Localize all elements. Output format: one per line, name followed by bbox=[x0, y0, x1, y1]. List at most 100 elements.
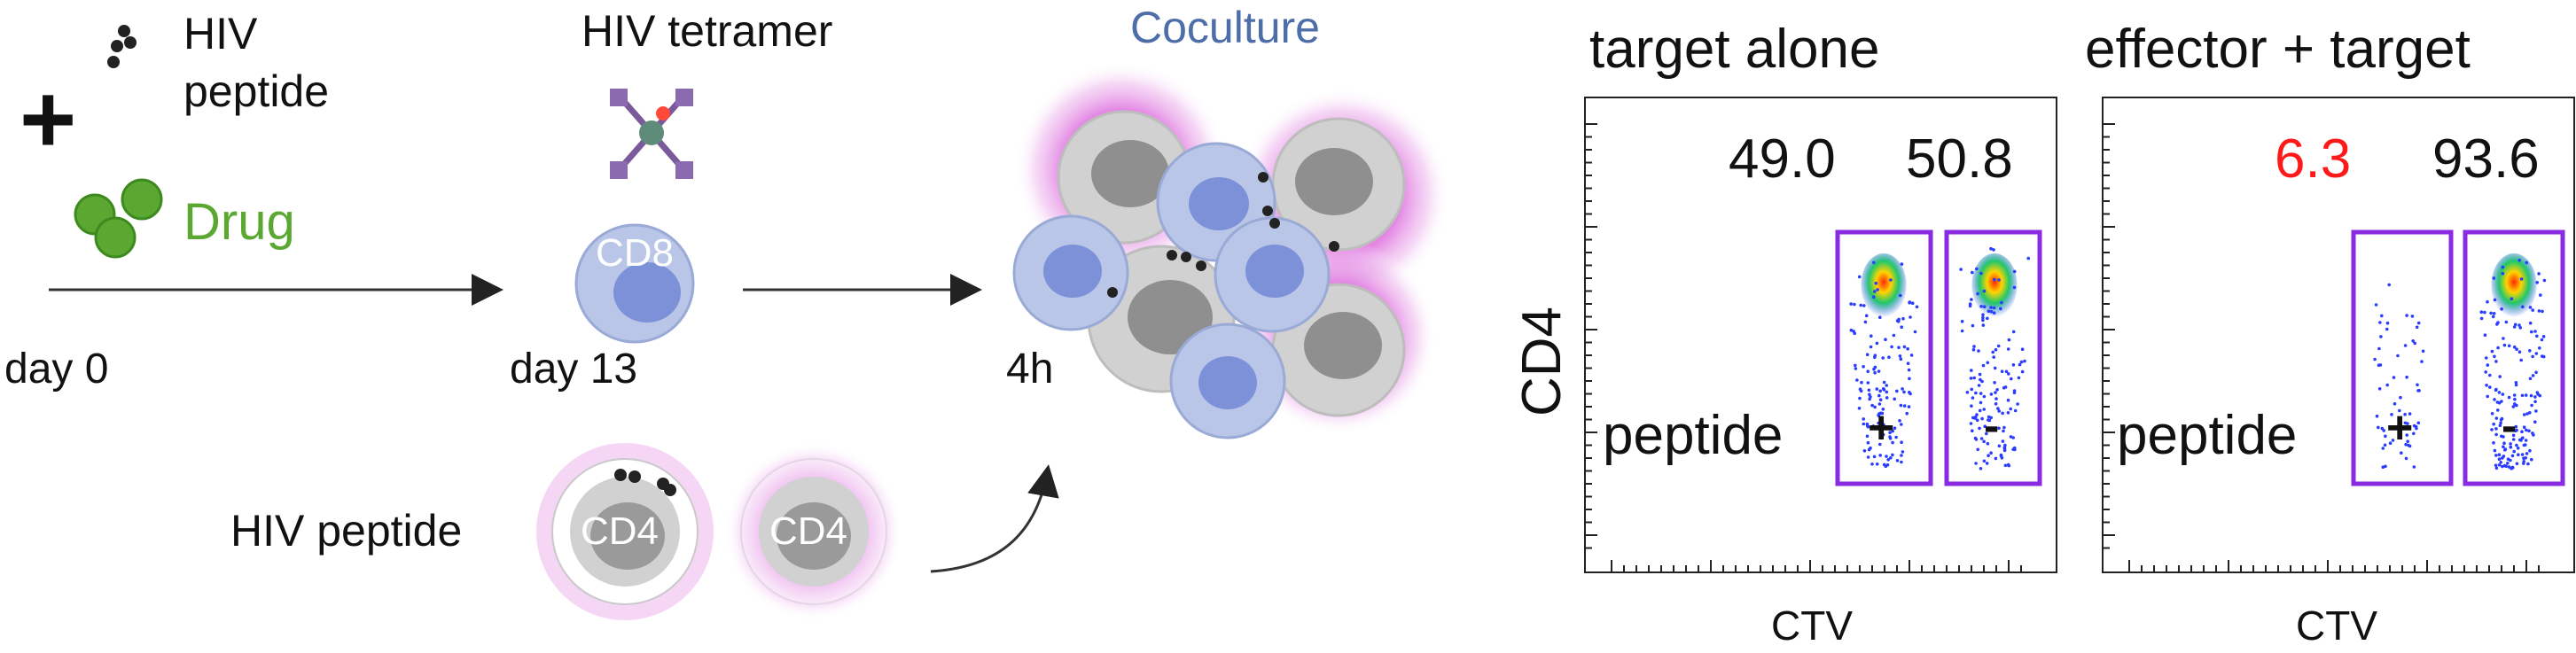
scatter-point bbox=[1875, 387, 1879, 391]
scatter-point bbox=[2522, 456, 2525, 460]
scatter-point bbox=[2494, 432, 2498, 437]
scatter-point bbox=[1979, 437, 1984, 440]
scatter-point bbox=[2002, 447, 2007, 451]
scatter-point bbox=[1965, 391, 1970, 394]
scatter-point bbox=[2020, 369, 2025, 374]
scatter-point bbox=[2510, 466, 2515, 470]
scatter-point bbox=[2539, 293, 2542, 297]
scatter-point bbox=[2525, 260, 2528, 265]
scatter-point bbox=[2531, 308, 2534, 312]
gate-left-sign: + bbox=[1868, 402, 1894, 454]
scatter-point bbox=[2524, 439, 2528, 442]
scatter-point bbox=[2003, 463, 2008, 468]
drug-label: Drug bbox=[183, 193, 295, 251]
scatter-point bbox=[2528, 411, 2532, 415]
scatter-point bbox=[1898, 354, 1902, 358]
scatter-point bbox=[1970, 298, 1973, 301]
scatter-point bbox=[2511, 405, 2516, 408]
scatter-point bbox=[2520, 453, 2525, 456]
scatter-point bbox=[2020, 347, 2025, 352]
scatter-point bbox=[2413, 341, 2416, 346]
scatter-point bbox=[1999, 453, 2003, 457]
scatter-point bbox=[1982, 459, 1987, 463]
scatter-point bbox=[2531, 374, 2535, 377]
hiv-peptide-bottom-label: HIV peptide bbox=[230, 506, 462, 556]
scatter-point bbox=[2513, 402, 2517, 406]
scatter-point bbox=[1909, 392, 1912, 396]
scatter-point bbox=[1862, 422, 1866, 426]
scatter-point bbox=[2494, 360, 2498, 363]
scatter-point bbox=[1983, 424, 1987, 429]
scatter-point bbox=[1870, 463, 1874, 466]
scatter-point bbox=[1860, 380, 1863, 385]
scatter-point bbox=[2007, 372, 2010, 376]
scatter-point bbox=[2412, 431, 2416, 436]
scatter-point bbox=[2384, 464, 2387, 469]
scatter-point bbox=[2531, 354, 2534, 359]
scatter-point bbox=[2385, 383, 2389, 387]
scatter-point bbox=[1857, 275, 1862, 279]
scatter-point bbox=[1974, 391, 1978, 395]
scatter-point bbox=[1997, 409, 2001, 413]
scatter-point bbox=[1878, 398, 1883, 402]
gate-right-sign: - bbox=[1984, 400, 1999, 452]
scatter-points-left bbox=[2373, 283, 2425, 469]
scatter-point bbox=[1866, 440, 1870, 445]
scatter-point bbox=[1885, 396, 1889, 400]
scatter-point bbox=[1872, 295, 1876, 299]
scatter-point bbox=[2506, 462, 2510, 465]
scatter-point bbox=[1989, 393, 1994, 396]
scatter-point bbox=[1993, 277, 1996, 282]
scatter-point bbox=[2017, 376, 2021, 380]
gate-left bbox=[1835, 229, 1933, 486]
scatter-point bbox=[2527, 429, 2531, 433]
scatter-point bbox=[1889, 278, 1893, 282]
scatter-point bbox=[2000, 456, 2004, 460]
scatter-point bbox=[2377, 346, 2381, 351]
scatter-point bbox=[1865, 353, 1870, 357]
scatter-point bbox=[1881, 408, 1885, 411]
x-axis-ticks bbox=[2128, 560, 2540, 572]
scatter-point bbox=[2533, 330, 2537, 333]
scatter-point bbox=[2502, 337, 2505, 340]
scatter-point bbox=[1971, 396, 1975, 400]
scatter-point bbox=[1971, 429, 1974, 433]
scatter-point bbox=[2492, 441, 2495, 445]
scatter-point bbox=[1877, 402, 1882, 406]
scatter-point bbox=[1909, 354, 1914, 357]
scatter-point bbox=[1881, 432, 1885, 437]
scatter-point bbox=[1970, 404, 1973, 408]
scatter-point bbox=[1992, 311, 1996, 315]
scatter-point bbox=[1882, 463, 1886, 467]
scatter-point bbox=[2392, 376, 2396, 379]
scatter-point bbox=[2390, 413, 2393, 416]
scatter-point bbox=[1978, 372, 1982, 377]
scatter-point bbox=[2514, 381, 2518, 385]
scatter-point bbox=[1996, 344, 2001, 348]
scatter-point bbox=[1976, 292, 1979, 296]
scatter-point bbox=[2512, 325, 2517, 329]
tetramer-icon bbox=[610, 89, 693, 179]
scatter-point bbox=[2412, 424, 2416, 428]
scatter-point bbox=[1908, 377, 1911, 381]
scatter-point bbox=[2535, 391, 2540, 394]
peptide-label: peptide bbox=[2117, 405, 2297, 466]
scatter-point bbox=[2011, 447, 2015, 452]
scatter-point bbox=[1975, 418, 1979, 423]
scatter-point bbox=[1989, 309, 1994, 314]
scatter-point bbox=[1972, 345, 1976, 348]
scatter-point bbox=[2375, 414, 2379, 418]
scatter-point bbox=[2501, 271, 2505, 276]
scatter-point bbox=[2493, 354, 2496, 359]
time-4h-label: 4h bbox=[1006, 346, 1053, 393]
scatter-point bbox=[2533, 400, 2537, 404]
scatter-point bbox=[2500, 400, 2503, 403]
scatter-point bbox=[2517, 453, 2520, 456]
scatter-point bbox=[2522, 425, 2526, 430]
scatter-point bbox=[2495, 400, 2500, 404]
scatter-point bbox=[2506, 457, 2510, 461]
scatter-point bbox=[2499, 418, 2503, 422]
scatter-point bbox=[2479, 310, 2484, 315]
scatter-point bbox=[2509, 442, 2512, 446]
scatter-point bbox=[2489, 311, 2493, 315]
